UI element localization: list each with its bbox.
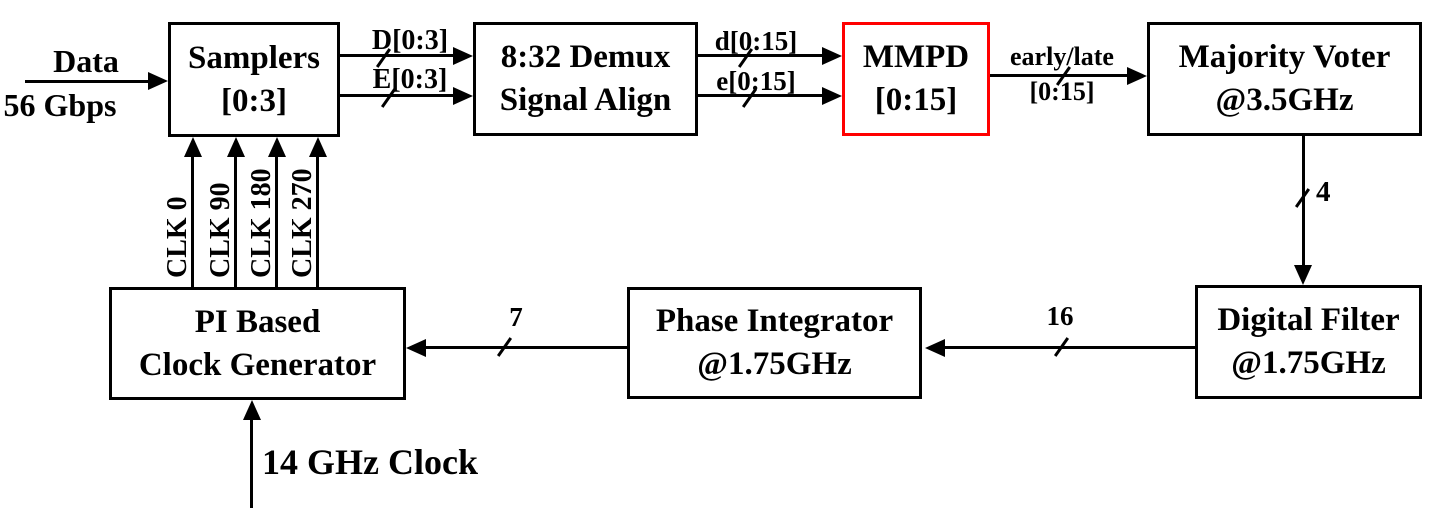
clk180-label: CLK 180 (246, 168, 277, 278)
clk270-wire (316, 153, 319, 287)
d-bus-arrowhead-icon (453, 47, 473, 65)
early-late-arrowhead-icon (1127, 67, 1147, 85)
early-late-label: early/late (1010, 42, 1114, 71)
clk180-wire (275, 153, 278, 287)
phase-integrator-label-line1: Phase Integrator (655, 303, 894, 340)
mmpd-block: MMPD [0:15] (842, 22, 990, 136)
ref-clock-label: 14 GHz Clock (262, 442, 478, 482)
d-bus-wire (340, 54, 455, 57)
integrator-out-width-label: 7 (509, 302, 523, 332)
filter-out-arrowhead-icon (925, 339, 945, 357)
data-in-wire (25, 80, 150, 83)
clk0-wire (191, 153, 194, 287)
ref-clock-arrowhead-icon (243, 400, 261, 420)
filter-out-wire (943, 346, 1195, 349)
samplers-label-line1: Samplers (188, 39, 320, 76)
majority-voter-label-line2: @3.5GHz (1215, 82, 1354, 118)
early-late-range-label: [0:15] (1029, 77, 1095, 106)
e16-bus-wire (698, 94, 824, 97)
voter-out-width-label: 4 (1316, 176, 1331, 208)
majority-voter-label-line1: Majority Voter (1178, 39, 1391, 76)
digital-filter-label-line1: Digital Filter (1217, 302, 1400, 339)
integrator-out-wire (424, 346, 627, 349)
clk90-wire (234, 153, 237, 287)
majority-voter-block: Majority Voter @3.5GHz (1147, 22, 1422, 136)
e16-bus-arrowhead-icon (822, 87, 842, 105)
clk180-arrowhead-icon (268, 137, 286, 157)
demux-block: 8:32 Demux Signal Align (473, 22, 698, 136)
clk270-label: CLK 270 (287, 168, 318, 278)
digital-filter-label-line2: @1.75GHz (1231, 345, 1386, 381)
filter-out-width-label: 16 (1046, 301, 1074, 331)
early-late-wire (990, 74, 1129, 77)
demux-label-line2: Signal Align (499, 82, 672, 118)
voter-out-wire (1302, 135, 1305, 267)
digital-filter-block: Digital Filter @1.75GHz (1195, 285, 1422, 399)
d16-bus-arrowhead-icon (822, 47, 842, 65)
e-bus-wire (340, 94, 455, 97)
integrator-out-arrowhead-icon (406, 339, 426, 357)
phase-integrator-label-line2: @1.75GHz (697, 346, 852, 382)
e16-bus-label: e[0:15] (716, 66, 796, 96)
mmpd-label-line1: MMPD (862, 39, 970, 76)
samplers-label-line2: [0:3] (221, 82, 287, 119)
e-bus-arrowhead-icon (453, 87, 473, 105)
clk0-label: CLK 0 (162, 196, 193, 278)
phase-integrator-block: Phase Integrator @1.75GHz (627, 287, 922, 399)
clk90-arrowhead-icon (227, 137, 245, 157)
clk90-label: CLK 90 (205, 182, 236, 278)
e-bus-label: E[0:3] (372, 64, 448, 95)
ref-clock-wire (250, 417, 253, 508)
clk270-arrowhead-icon (309, 137, 327, 157)
d16-bus-label: d[0:15] (714, 26, 798, 56)
demux-label-line1: 8:32 Demux (500, 39, 671, 76)
data-rate-label: 56 Gbps (3, 87, 117, 123)
clock-generator-label-line1: PI Based (194, 303, 321, 340)
data-in-arrowhead-icon (148, 72, 168, 90)
clock-generator-label-line2: Clock Generator (138, 346, 377, 383)
clock-generator-block: PI Based Clock Generator (109, 287, 406, 400)
data-in-label: Data (53, 43, 119, 79)
mmpd-label-line2: [0:15] (874, 82, 958, 118)
d16-bus-wire (698, 54, 824, 57)
clk0-arrowhead-icon (184, 137, 202, 157)
samplers-block: Samplers [0:3] (168, 22, 340, 137)
voter-out-arrowhead-icon (1294, 265, 1312, 285)
d-bus-label: D[0:3] (371, 25, 449, 56)
